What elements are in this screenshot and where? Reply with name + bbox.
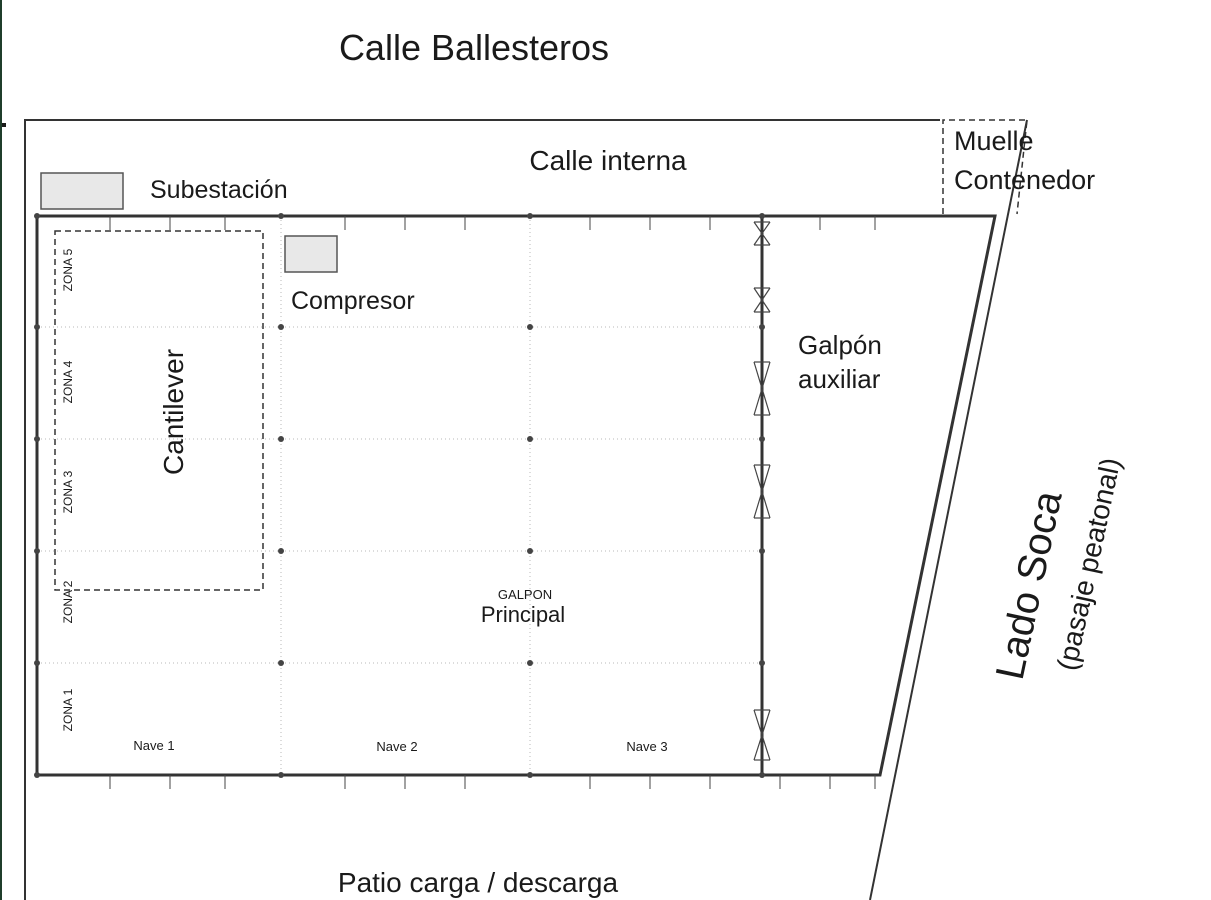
side-boundary-line <box>869 119 1028 900</box>
column-node <box>34 324 40 330</box>
nave-label: Nave 3 <box>626 739 667 754</box>
zone-label: ZONA 4 <box>61 360 75 403</box>
dock-label-line2: Contenedor <box>954 165 1095 195</box>
cantilever-area <box>54 230 264 591</box>
column-node <box>759 324 765 330</box>
column-node <box>34 548 40 554</box>
substation-box <box>40 172 124 210</box>
grid-ticks <box>34 213 876 789</box>
column-node <box>278 548 284 554</box>
zone-label: ZONA 2 <box>61 580 75 623</box>
zone-label: ZONA 3 <box>61 470 75 513</box>
column-node <box>278 772 284 778</box>
column-node <box>34 436 40 442</box>
street-top-label: Calle Ballesteros <box>339 27 609 68</box>
column-node <box>527 324 533 330</box>
column-node <box>759 213 765 219</box>
column-node <box>759 660 765 666</box>
brace-line <box>753 709 771 761</box>
wall-bracing-symbols <box>753 221 771 761</box>
column-node <box>527 660 533 666</box>
internal-street-label: Calle interna <box>529 145 687 176</box>
frame-left-edge <box>0 0 2 900</box>
compressor-box <box>284 235 338 273</box>
site-boundary <box>24 119 940 900</box>
brace-line <box>753 287 771 313</box>
aux-shed-label-line2: auxiliar <box>798 364 881 394</box>
cantilever-label: Cantilever <box>158 349 189 475</box>
yard-label: Patio carga / descarga <box>338 867 619 898</box>
column-node <box>34 660 40 666</box>
container-dock-outline <box>942 119 1028 215</box>
nave-label: Nave 2 <box>376 739 417 754</box>
zone-label: ZONA 5 <box>61 248 75 291</box>
column-node <box>759 548 765 554</box>
column-node <box>759 772 765 778</box>
column-node <box>278 213 284 219</box>
column-node <box>278 660 284 666</box>
zone-label: ZONA 1 <box>61 688 75 731</box>
side-label-line2: (pasaje peatonal) <box>1051 455 1126 673</box>
substation-label: Subestación <box>150 176 288 204</box>
main-shed-small-label: GALPON <box>498 587 552 602</box>
brace-line <box>753 361 771 416</box>
column-node <box>34 213 40 219</box>
building-outline <box>35 214 997 777</box>
column-node <box>278 324 284 330</box>
dock-label-line1: Muelle <box>954 126 1034 156</box>
column-node <box>527 548 533 554</box>
column-node <box>527 436 533 442</box>
column-node <box>759 436 765 442</box>
aux-shed-label-line1: Galpón <box>798 330 882 360</box>
column-node <box>34 772 40 778</box>
structural-grid <box>37 216 762 775</box>
nave-label: Nave 1 <box>133 738 174 753</box>
column-node <box>527 213 533 219</box>
brace-line <box>753 464 771 519</box>
frame-dot <box>2 123 6 127</box>
compressor-label: Compresor <box>291 287 415 315</box>
brace-line <box>753 221 771 246</box>
column-node <box>527 772 533 778</box>
main-shed-label: Principal <box>481 602 565 627</box>
column-node <box>278 436 284 442</box>
